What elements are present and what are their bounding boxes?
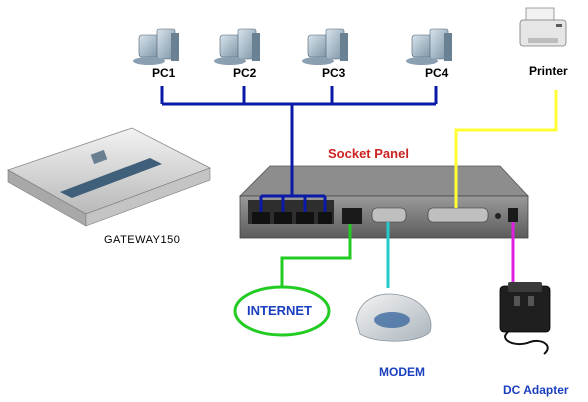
dc-adapter-icon [499, 282, 551, 355]
printer-icon [519, 7, 567, 47]
printer-label: Printer [529, 64, 568, 78]
pc3-label: PC3 [322, 66, 346, 80]
pc4-icon [406, 28, 452, 65]
internet-label: INTERNET [247, 303, 312, 318]
modem-label: MODEM [379, 365, 425, 379]
printer-cable [454, 90, 558, 208]
lan-cables [160, 86, 438, 212]
gateway-label: GATEWAY150 [104, 234, 181, 246]
modem-icon [355, 293, 432, 342]
internet-cable [280, 224, 352, 286]
socket-panel-label: Socket Panel [328, 146, 409, 161]
internet-cloud-outline [233, 285, 331, 337]
pc1-icon [133, 28, 179, 65]
gateway-device-icon [7, 127, 211, 227]
dc-adapter-label: DC Adapter [503, 383, 569, 397]
pc2-label: PC2 [233, 66, 257, 80]
pc1-label: PC1 [152, 66, 176, 80]
pc4-label: PC4 [425, 66, 449, 80]
pc2-icon [214, 28, 260, 65]
pc3-icon [302, 28, 348, 65]
